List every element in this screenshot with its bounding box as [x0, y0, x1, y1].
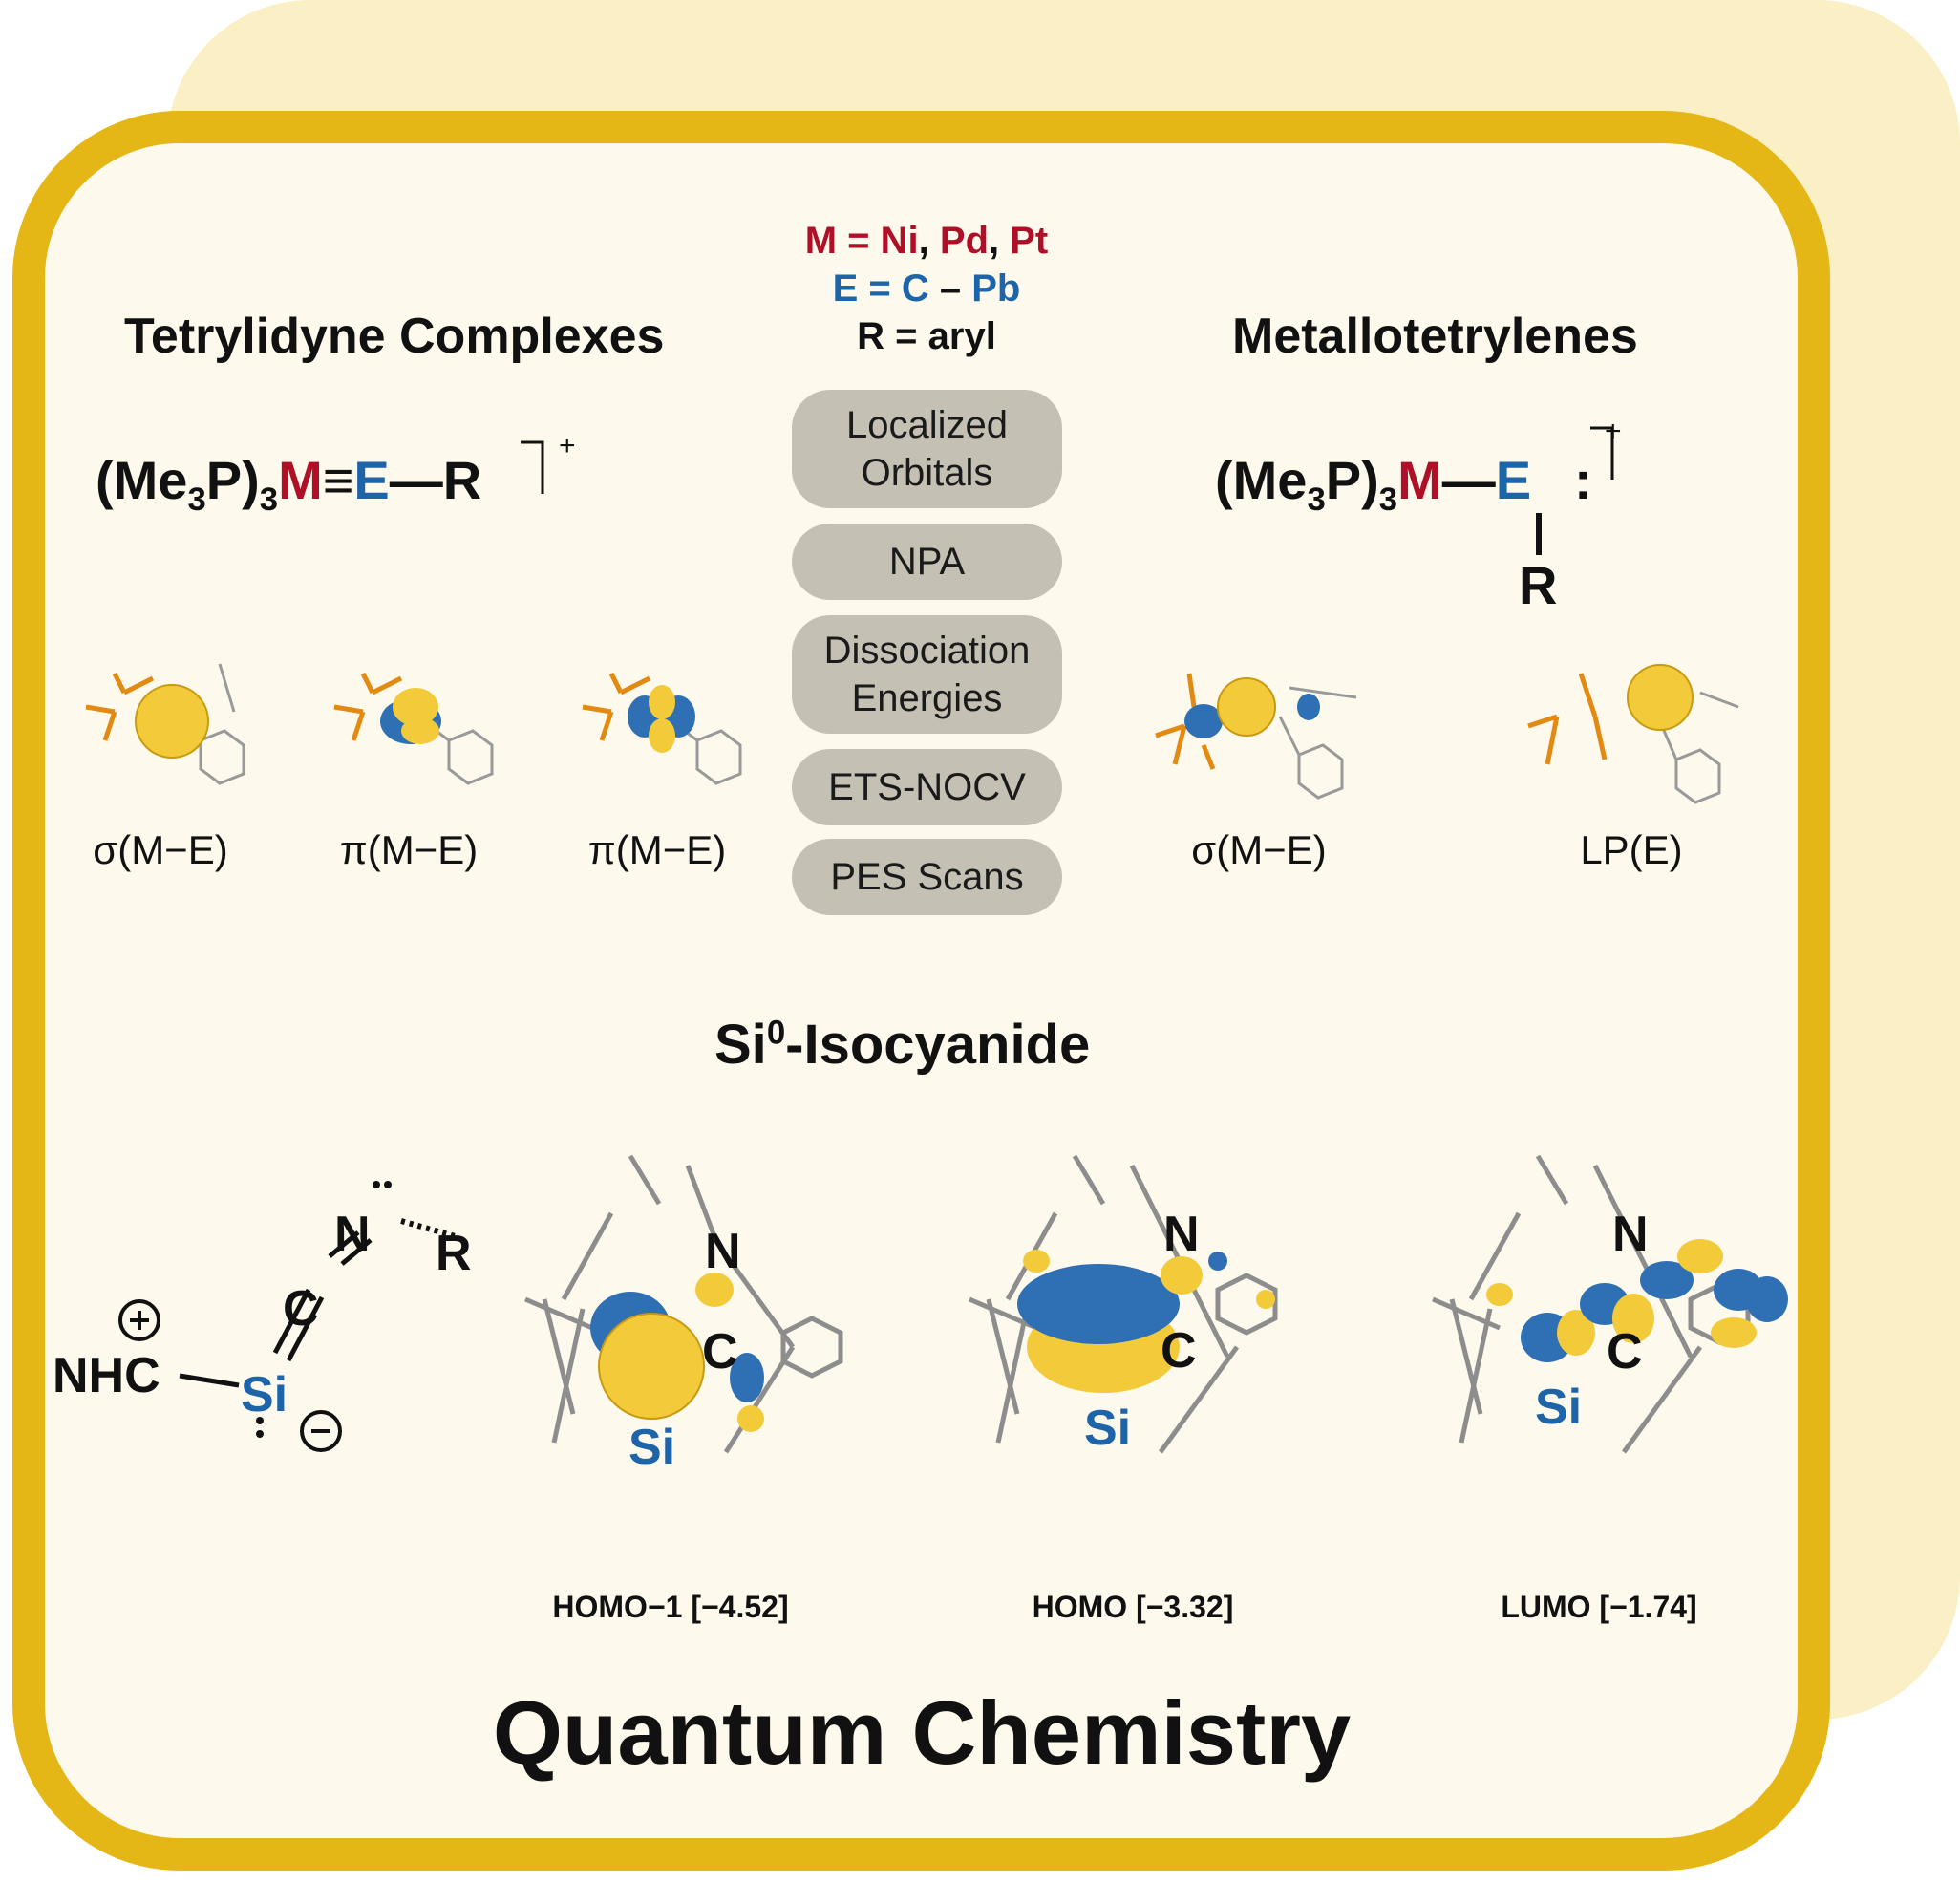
formula-metal: M	[278, 450, 323, 510]
mo-label-homo: HOMO [−3.32]	[1032, 1590, 1234, 1624]
legend-metal-pd: Pd	[939, 220, 990, 262]
legend-metals: M = Ni, Pd, Pt	[735, 220, 1118, 263]
single-bond: —	[389, 450, 443, 510]
vertical-bond	[1536, 513, 1542, 555]
mo-label-si: Si	[1084, 1401, 1132, 1456]
lone-pair: :	[1574, 450, 1592, 510]
title-tetrylidyne: Tetrylidyne Complexes	[124, 309, 665, 364]
legend-element-lead: E =	[832, 267, 902, 310]
pill-npa[interactable]: NPA	[792, 524, 1062, 600]
legend-dash: –	[928, 267, 972, 310]
charge-bracket	[1590, 426, 1614, 480]
legend-sep: ,	[918, 220, 940, 262]
formula-sub: 3	[187, 481, 206, 519]
mo-label-n: N	[1612, 1207, 1649, 1262]
formula-sub: 3	[1307, 481, 1326, 519]
orbital-label: π(M−E)	[339, 827, 479, 872]
charge-bracket	[521, 440, 544, 494]
mo-homo-plot	[969, 1154, 1278, 1454]
label-nhc: NHC	[53, 1348, 160, 1403]
legend-element-to: Pb	[971, 267, 1021, 310]
formula-pre: (Me	[1215, 450, 1308, 510]
mo-homo-minus-1-plot	[524, 1154, 843, 1454]
mo-label-homo-minus-1: HOMO−1 [−4.52]	[552, 1590, 789, 1624]
mo-label-lumo: LUMO [−1.74]	[1501, 1590, 1697, 1624]
mo-label-c: C	[702, 1324, 738, 1380]
title-metallotetrylenes: Metallotetrylenes	[1232, 309, 1638, 364]
mo-label-c: C	[1607, 1324, 1643, 1380]
formula-metallotetrylene: (Me3P)3M—E	[1215, 449, 1531, 519]
legend-metal-lead: M =	[804, 220, 881, 262]
orbital-label: σ(M−E)	[1191, 827, 1327, 872]
formula-sub: 3	[1378, 481, 1398, 519]
formula-metal: M	[1397, 450, 1442, 510]
formula-tetrylidyne: (Me3P)3M≡E—R	[96, 449, 481, 519]
charge-plus: +	[559, 430, 576, 461]
orbital-label: π(M−E)	[587, 827, 727, 872]
title-si-isocyanide: Si0-Isocyanide	[714, 1013, 1090, 1077]
orbital-label: LP(E)	[1580, 827, 1683, 872]
mo-label-n: N	[1163, 1207, 1200, 1262]
mo-label-n: N	[705, 1224, 741, 1279]
mo-label-c: C	[1161, 1323, 1197, 1379]
orbital-sigma-left	[85, 663, 245, 785]
pill-ets-nocv[interactable]: ETS-NOCV	[792, 749, 1062, 825]
label-n: N	[334, 1207, 371, 1262]
legend-elements: E = C – Pb	[735, 267, 1118, 310]
legend-metal-ni: Ni	[880, 220, 919, 262]
label-r: R	[436, 1226, 472, 1281]
legend-metal-pt: Pt	[1010, 220, 1049, 262]
formula-r-sub: R	[1519, 555, 1558, 615]
formula-pre: (Me	[96, 450, 188, 510]
orbital-sigma-right	[1155, 673, 1357, 800]
isocyanide-structure	[118, 1181, 459, 1452]
mo-label-si: Si	[1535, 1380, 1583, 1435]
label-c: C	[283, 1281, 319, 1337]
orbital-pi-left-1	[333, 672, 494, 785]
formula-element: E	[1495, 450, 1532, 510]
title-si: Si	[714, 1014, 767, 1076]
triple-bond: ≡	[322, 450, 354, 510]
footer-title: Quantum Chemistry	[492, 1682, 1352, 1783]
legend-r: R = aryl	[857, 315, 996, 357]
mo-label-si: Si	[628, 1420, 676, 1475]
orbital-lone-pair	[1527, 664, 1739, 804]
formula-mid: P)	[205, 450, 260, 510]
pill-pes-scans[interactable]: PES Scans	[792, 839, 1062, 915]
title-suffix: -Isocyanide	[785, 1014, 1091, 1076]
pill-dissociation-energies[interactable]: Dissociation Energies	[792, 615, 1062, 734]
formula-sub: 3	[259, 481, 279, 519]
pill-localized-orbitals[interactable]: Localized Orbitals	[792, 390, 1062, 508]
mo-lumo-plot	[1432, 1154, 1788, 1454]
formula-mid: P)	[1325, 450, 1379, 510]
orbital-pi-left-2	[582, 672, 742, 785]
legend-element-from: C	[901, 267, 929, 310]
label-si: Si	[241, 1367, 288, 1423]
legend-sep: ,	[989, 220, 1011, 262]
formula-element: E	[353, 450, 390, 510]
formula-r: R	[442, 450, 482, 510]
single-bond: —	[1441, 450, 1496, 510]
orbital-label: σ(M−E)	[93, 827, 228, 872]
charge-plus: +	[1605, 416, 1622, 447]
title-sup: 0	[766, 1014, 786, 1052]
